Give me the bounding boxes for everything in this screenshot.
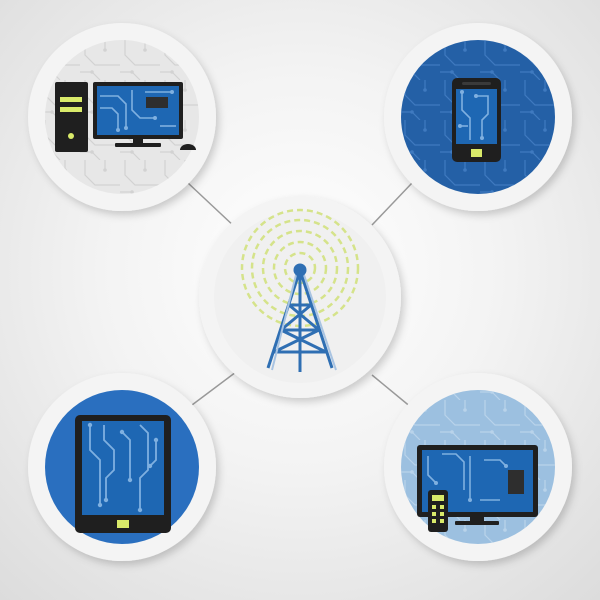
connector-tablet (187, 371, 237, 409)
smartphone-icon (452, 78, 501, 162)
pc-mouse (180, 144, 196, 150)
tablet-node (28, 373, 216, 561)
tablet-icon (75, 415, 171, 533)
connector-phone (371, 182, 413, 226)
desktop-node (28, 23, 216, 211)
desktop-computer-icon (55, 82, 196, 152)
tv-node (384, 373, 572, 561)
connector-desktop (187, 182, 237, 229)
tower-beacon (293, 263, 307, 277)
pc-tower (55, 82, 88, 152)
radio-tower-icon (240, 208, 360, 372)
connector-tv (371, 374, 413, 409)
tv-remote-icon (417, 445, 538, 532)
connector-lines (187, 182, 413, 409)
remote-control (428, 490, 448, 532)
hub-node (199, 196, 401, 398)
phone-node (384, 23, 572, 211)
